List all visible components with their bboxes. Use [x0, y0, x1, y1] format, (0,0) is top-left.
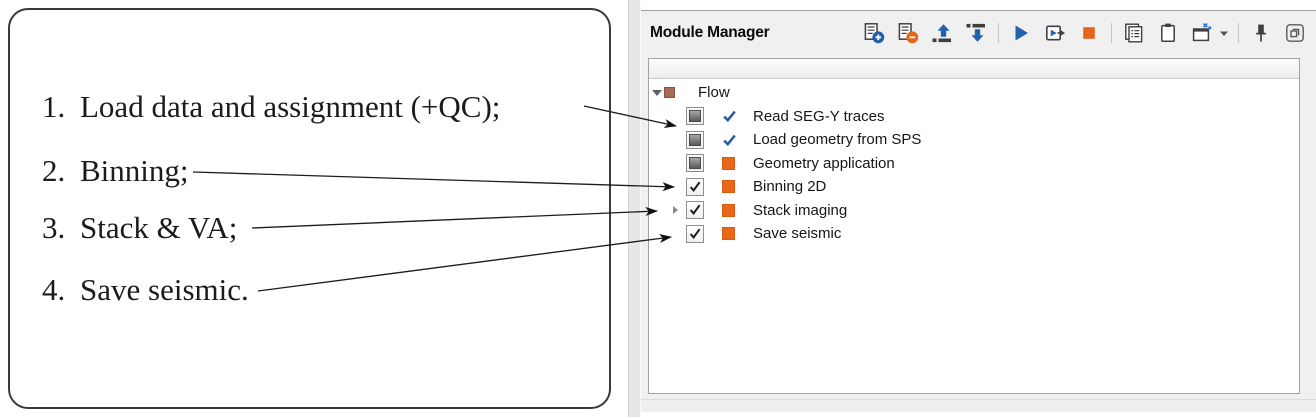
module-checkbox[interactable]: [686, 130, 704, 149]
step-number: 4.: [42, 272, 66, 307]
move-down-button[interactable]: [963, 20, 989, 46]
move-up-button[interactable]: [929, 20, 955, 46]
show-log-button[interactable]: [1121, 20, 1147, 46]
move-up-icon: [931, 22, 953, 44]
expander-slot[interactable]: [667, 206, 683, 215]
module-checkbox[interactable]: [686, 201, 704, 220]
add-module-button[interactable]: [861, 20, 887, 46]
paste-button[interactable]: [1155, 20, 1181, 46]
add-module-icon: [863, 22, 885, 44]
step-text: Save seismic.: [80, 272, 249, 307]
collapse-expander-icon[interactable]: [652, 89, 662, 96]
module-checkbox[interactable]: [686, 177, 704, 196]
toolbar-separator: [1111, 23, 1112, 43]
move-down-icon: [965, 22, 987, 44]
step-number: 3.: [42, 210, 66, 245]
paste-icon: [1157, 22, 1179, 44]
toolbar-separator: [998, 23, 999, 43]
tree-item-flow[interactable]: Flow: [649, 81, 1299, 105]
remove-module-button[interactable]: [895, 20, 921, 46]
module-square-icon: [722, 180, 737, 194]
float-panel-icon: [1284, 22, 1306, 44]
tree-item-save-seismic[interactable]: Save seismic: [649, 222, 1299, 246]
workflow-step-3: 3. Stack & VA;: [42, 210, 237, 246]
module-check-icon: [722, 109, 737, 123]
run-flow-button[interactable]: [1042, 20, 1068, 46]
module-checkbox[interactable]: [686, 224, 704, 243]
annotation-box: [8, 8, 611, 409]
tree-item-geometry-application[interactable]: Geometry application: [649, 152, 1299, 176]
pin-icon: [1250, 22, 1272, 44]
tree-item-binning-2d[interactable]: Binning 2D: [649, 175, 1299, 199]
panel-title: Module Manager: [650, 24, 770, 41]
tree-item-label: Save seismic: [753, 225, 842, 243]
module-checkbox[interactable]: [686, 154, 704, 173]
step-number: 1.: [42, 89, 66, 124]
float-panel-button[interactable]: [1282, 20, 1308, 46]
flow-group-icon: [664, 87, 675, 99]
run-flow-icon: [1044, 22, 1066, 44]
expand-expander-icon[interactable]: [672, 206, 678, 215]
remove-module-icon: [897, 22, 919, 44]
tree-item-label: Flow: [698, 84, 730, 102]
panel-splitter[interactable]: [628, 0, 641, 417]
tree-item-load-geometry-from-sps[interactable]: Load geometry from SPS: [649, 128, 1299, 152]
panel-bottom-strip: [641, 412, 1316, 418]
module-square-icon: [722, 156, 737, 170]
module-checkbox[interactable]: [686, 107, 704, 126]
panel-footer-band: [641, 399, 1316, 413]
tree-item-label: Read SEG-Y traces: [753, 107, 885, 125]
show-log-icon: [1123, 22, 1145, 44]
tree-item-label: Geometry application: [753, 154, 895, 172]
workflow-step-4: 4. Save seismic.: [42, 272, 249, 308]
toolbar-separator: [1238, 23, 1239, 43]
tree-item-label: Load geometry from SPS: [753, 131, 922, 149]
module-check-icon: [722, 133, 737, 147]
module-square-icon: [722, 203, 737, 217]
tree-item-read-seg-y-traces[interactable]: Read SEG-Y traces: [649, 105, 1299, 129]
stop-icon: [1078, 22, 1100, 44]
workflow-step-1: 1. Load data and assignment (+QC);: [42, 89, 500, 125]
tree-header: [649, 59, 1299, 79]
step-number: 2.: [42, 153, 66, 188]
new-flow-window-icon: [1191, 22, 1213, 44]
workflow-step-2: 2. Binning;: [42, 153, 189, 189]
step-text: Stack & VA;: [80, 210, 238, 245]
pin-button[interactable]: [1248, 20, 1274, 46]
step-text: Load data and assignment (+QC);: [80, 89, 501, 124]
module-square-icon: [722, 227, 737, 241]
dropdown-caret-icon[interactable]: [1219, 30, 1229, 37]
step-text: Binning;: [80, 153, 189, 188]
module-manager-toolbar: [861, 20, 1308, 46]
stop-button[interactable]: [1076, 20, 1102, 46]
run-icon: [1010, 22, 1032, 44]
tree-item-stack-imaging[interactable]: Stack imaging: [649, 199, 1299, 223]
run-button[interactable]: [1008, 20, 1034, 46]
new-flow-window-button[interactable]: [1189, 20, 1215, 46]
tree-item-label: Stack imaging: [753, 201, 848, 219]
tree-item-label: Binning 2D: [753, 178, 827, 196]
